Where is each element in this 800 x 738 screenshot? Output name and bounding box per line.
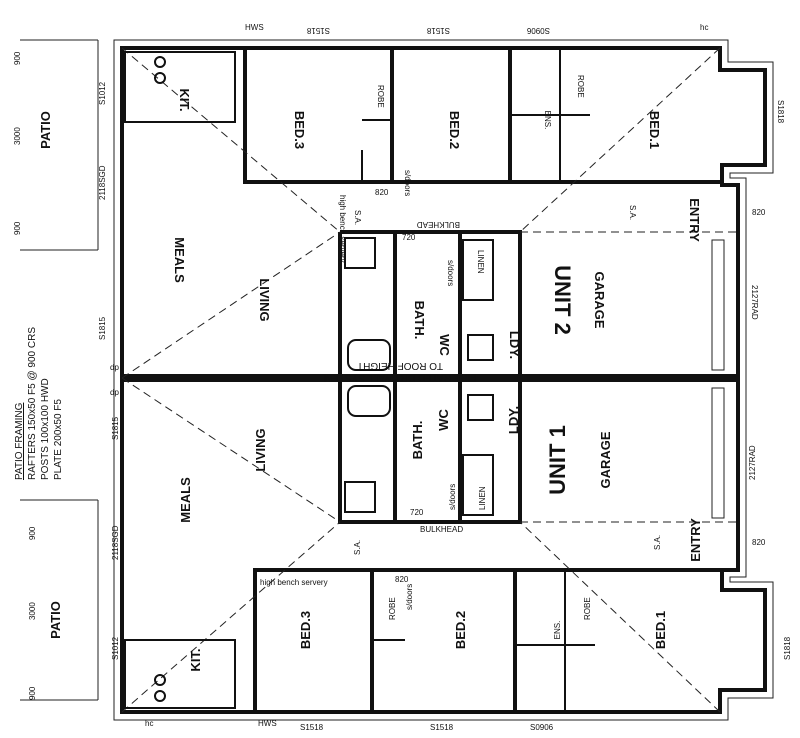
window-tag: 2127RAD [750,285,759,320]
linen-label: LINEN [476,250,485,274]
room-bed1: BED.1 [647,111,662,149]
window-tag: S0906 [530,723,554,732]
patio-dim: 3000 [13,127,22,145]
robe-label: ROBE [576,75,585,98]
door-size: 720 [402,233,416,242]
sliding-doors: s/doors [446,260,455,286]
sliding-doors: s/doors [448,484,457,510]
room-patio: PATIO [48,601,63,639]
window-tag: S1818 [783,636,792,660]
smoke-alarm: S.A. [653,535,662,550]
dim-900: 900 [13,51,22,65]
fire-wall-note: FIRE RATED DRYWALL SYSTEM TO ROOF HEIGHT [324,360,477,383]
room-patio: PATIO [38,111,53,149]
room-meals: MEALS [178,477,193,523]
door-size: 820 [395,575,409,584]
smoke-alarm: S.A. [628,205,637,220]
room-kit: KIT. [177,88,192,111]
smoke-alarm: S.A. [353,540,362,555]
patio-dim: 3000 [28,602,37,620]
outer-wall-skin [113,39,774,721]
bulkhead-label: BULKHEAD [420,525,463,534]
room-ldy: LDY. [506,406,521,434]
outer-wall [120,46,767,714]
window-tag: 2118SGD [111,525,120,560]
room-ens: ENS. [543,111,552,130]
door-size: 820 [752,538,766,547]
robe-label: ROBE [583,597,592,620]
room-entry: ENTRY [687,198,702,242]
linen-label: LINEN [478,486,487,510]
smoke-alarm: S.A. [353,210,362,225]
svg-text:FIRE RATED DRYWALL SYSTEM: FIRE RATED DRYWALL SYSTEM [324,372,477,383]
window-tag: S1012 [111,636,120,660]
servery-label: high bench servery [260,578,328,587]
hc-label: hc [700,23,708,32]
dim-900: 900 [28,526,37,540]
room-ldy: LDY. [507,331,522,359]
hc-label: hc [145,719,153,728]
svg-text:PLATE 200x50 F5: PLATE 200x50 F5 [53,399,64,480]
patio-framing-note: PATIO FRAMING RAFTERS 150x50 F5 @ 900 CR… [14,327,64,480]
unit-2-labels: UNIT 2 GARAGE LIVING MEALS PATIO KIT. BE… [13,23,785,372]
room-entry: ENTRY [688,518,703,562]
window-tag: S0906 [526,26,550,35]
room-garage: GARAGE [592,271,607,328]
window-tag: S1518 [430,723,454,732]
svg-text:RAFTERS 150x50 F5 @ 900 CRS: RAFTERS 150x50 F5 @ 900 CRS [27,327,38,480]
svg-text:TO ROOF HEIGHT: TO ROOF HEIGHT [357,360,443,371]
svg-text:PATIO FRAMING: PATIO FRAMING [14,402,25,480]
sliding-doors: s/doors [405,584,414,610]
room-kit: KIT. [188,648,203,671]
robe-label: ROBE [376,85,385,108]
door-size: 720 [410,508,424,517]
window-tag: 2118SGD [98,165,107,200]
window-tag: S1815 [111,416,120,440]
window-tag: S1815 [98,316,107,340]
unit-2-walls [121,47,738,379]
unit-label: UNIT 1 [545,425,570,495]
dp-label: dp [110,388,119,397]
bulkhead-label: BULKHEAD [417,220,460,229]
dp-label: dp [110,363,119,372]
room-bath: BATH. [412,301,427,340]
room-meals: MEALS [172,237,187,283]
svg-text:POSTS 100x100 HWD: POSTS 100x100 HWD [40,378,51,480]
window-tag: S1818 [776,100,785,124]
room-wc: WC [436,409,451,431]
room-bed3: BED.3 [298,611,313,649]
window-tag: S1518 [426,26,450,35]
room-bath: BATH. [410,421,425,460]
room-bed2: BED.2 [447,111,462,149]
room-bed2: BED.2 [453,611,468,649]
door-size: 820 [375,188,389,197]
room-wc: WC [437,334,452,356]
room-living: LIVING [253,428,268,471]
unit-1-labels: UNIT 1 GARAGE LIVING MEALS PATIO KIT. BE… [28,388,792,732]
robe-label: ROBE [388,597,397,620]
unit-label: UNIT 2 [550,265,575,335]
dim-900: 900 [13,221,22,235]
hws-label: HWS [245,23,264,32]
window-tag: 2127RAD [748,445,757,480]
unit-1-walls [121,377,738,713]
window-tag: S1012 [98,81,107,105]
hws-label: HWS [258,719,277,728]
patio-outline-bottom [20,499,99,701]
servery-label: high bench servery [338,195,347,263]
dim-900: 900 [28,686,37,700]
room-living: LIVING [257,278,272,321]
door-size: 820 [752,208,766,217]
room-ens: ENS. [553,621,562,640]
room-garage: GARAGE [598,431,613,488]
window-tag: S1518 [300,723,324,732]
room-bed3: BED.3 [292,111,307,149]
window-tag: S1518 [306,26,330,35]
sliding-doors: s/doors [403,170,412,196]
room-bed1: BED.1 [653,611,668,649]
patio-outline-top [20,39,99,251]
